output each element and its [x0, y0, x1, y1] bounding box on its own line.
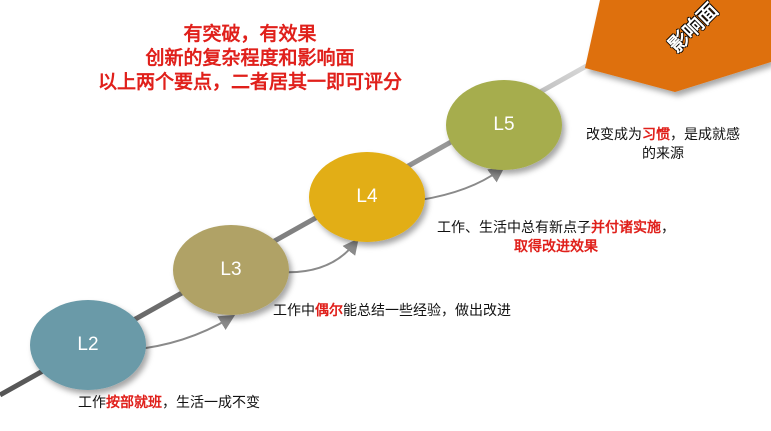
description-l3-highlight: 偶尔 [315, 303, 343, 319]
description-l5-line-1: 改变成为习惯，是成就感 [574, 126, 752, 145]
header-line-1: 有突破，有效果 [183, 23, 317, 45]
description-l4-highlight-2: 取得改进效果 [514, 239, 598, 255]
level-label-l5: L5 [493, 114, 515, 135]
description-l5-highlight: 习惯 [642, 127, 670, 143]
description-l4-text-1: 工作、生活中总有新点子 [437, 220, 591, 236]
description-l3: 工作中偶尔能总结一些经验，做出改进 [273, 302, 511, 321]
description-l4-highlight-1: 并付诸实施 [591, 220, 661, 236]
description-l2-text-2: ，生活一成不变 [162, 395, 260, 411]
level-label-l4: L4 [356, 186, 378, 207]
level-label-l2: L2 [77, 334, 99, 355]
connector-arrow-l3-l4 [279, 238, 359, 274]
level-circle-l3 [173, 225, 289, 315]
description-l4-line-2: 取得改进效果 [421, 238, 691, 257]
header-line-3: 以上两个要点，二者居其一即可评分 [97, 71, 402, 93]
description-l4: 工作、生活中总有新点子并付诸实施， 取得改进效果 [421, 219, 691, 257]
header-line-2: 创新的复杂程度和影响面 [145, 47, 355, 69]
description-l3-text-1: 工作中 [273, 303, 315, 319]
corner-shape [585, 0, 771, 92]
description-l2-highlight: 按部就班 [106, 395, 162, 411]
description-l5: 改变成为习惯，是成就感 的来源 [574, 126, 752, 164]
description-l5-line-2: 的来源 [642, 146, 684, 162]
description-l2-text-1: 工作 [78, 395, 106, 411]
level-label-l3: L3 [220, 259, 242, 280]
description-l2: 工作按部就班，生活一成不变 [78, 394, 260, 413]
level-circle-l4 [309, 152, 425, 242]
level-circle-l5 [446, 80, 562, 170]
description-l4-line-1: 工作、生活中总有新点子并付诸实施， [421, 219, 691, 238]
description-l5-text-1: 改变成为 [586, 127, 642, 143]
description-l5-text-2: ，是成就感 [670, 127, 740, 143]
level-circle-l2 [30, 300, 146, 390]
description-l4-text-2: ， [661, 220, 675, 236]
connector-arrow-l4-l5 [419, 166, 505, 201]
description-l3-text-2: 能总结一些经验，做出改进 [343, 303, 511, 319]
